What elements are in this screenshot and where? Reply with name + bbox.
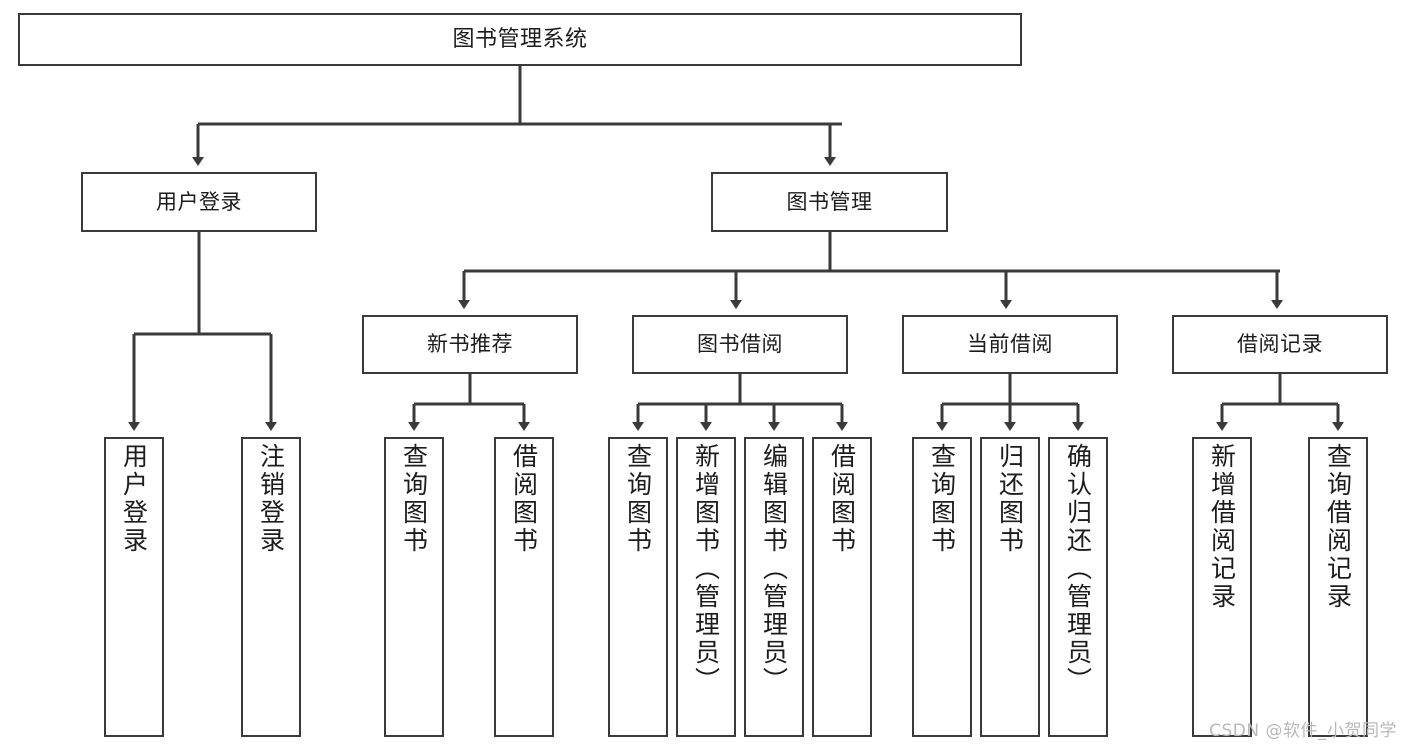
node-label: 图书管理系统 <box>452 26 588 52</box>
node-current-borrow[interactable]: 当前借阅 <box>902 315 1118 374</box>
node-label: 归还图书 <box>995 443 1025 555</box>
node-label: 新增图书（管理员） <box>691 443 721 695</box>
node-label: 查询图书 <box>399 443 429 555</box>
node-book-management[interactable]: 图书管理 <box>711 172 948 232</box>
node-book-management-system[interactable]: 图书管理系统 <box>18 13 1022 66</box>
node-borrow-record[interactable]: 借阅记录 <box>1172 315 1388 374</box>
node-leaf-borrow-book-2[interactable]: 借阅图书 <box>812 437 872 737</box>
node-label: 编辑图书（管理员） <box>759 443 789 695</box>
node-new-book-recommend[interactable]: 新书推荐 <box>362 315 578 374</box>
node-label: 借阅图书 <box>827 443 857 555</box>
node-label: 查询图书 <box>623 443 653 555</box>
node-leaf-query-record[interactable]: 查询借阅记录 <box>1308 437 1368 737</box>
node-label: 借阅图书 <box>509 443 539 555</box>
node-leaf-user-login[interactable]: 用户登录 <box>104 437 164 737</box>
node-label: 用户登录 <box>156 189 242 214</box>
node-label: 确认归还（管理员） <box>1063 443 1093 695</box>
node-label: 图书管理 <box>786 189 873 214</box>
node-leaf-confirm-return[interactable]: 确认归还（管理员） <box>1048 437 1108 737</box>
node-label: 借阅记录 <box>1237 332 1323 357</box>
node-leaf-add-book[interactable]: 新增图书（管理员） <box>676 437 736 737</box>
node-leaf-query-book-1[interactable]: 查询图书 <box>384 437 444 737</box>
node-leaf-return-book[interactable]: 归还图书 <box>980 437 1040 737</box>
node-leaf-query-book-2[interactable]: 查询图书 <box>608 437 668 737</box>
node-leaf-borrow-book-1[interactable]: 借阅图书 <box>494 437 554 737</box>
node-label: 用户登录 <box>119 443 149 555</box>
node-leaf-add-record[interactable]: 新增借阅记录 <box>1192 437 1252 737</box>
node-user-login[interactable]: 用户登录 <box>81 172 317 232</box>
node-leaf-edit-book[interactable]: 编辑图书（管理员） <box>744 437 804 737</box>
node-label: 图书借阅 <box>697 332 783 357</box>
node-label: 新书推荐 <box>427 332 513 357</box>
node-label: 当前借阅 <box>967 332 1053 357</box>
node-leaf-logout[interactable]: 注销登录 <box>241 437 301 737</box>
node-leaf-query-book-3[interactable]: 查询图书 <box>912 437 972 737</box>
node-label: 注销登录 <box>256 443 286 555</box>
node-label: 查询图书 <box>927 443 957 555</box>
node-book-borrow[interactable]: 图书借阅 <box>632 315 848 374</box>
node-label: 新增借阅记录 <box>1207 443 1237 611</box>
node-label: 查询借阅记录 <box>1323 443 1353 611</box>
